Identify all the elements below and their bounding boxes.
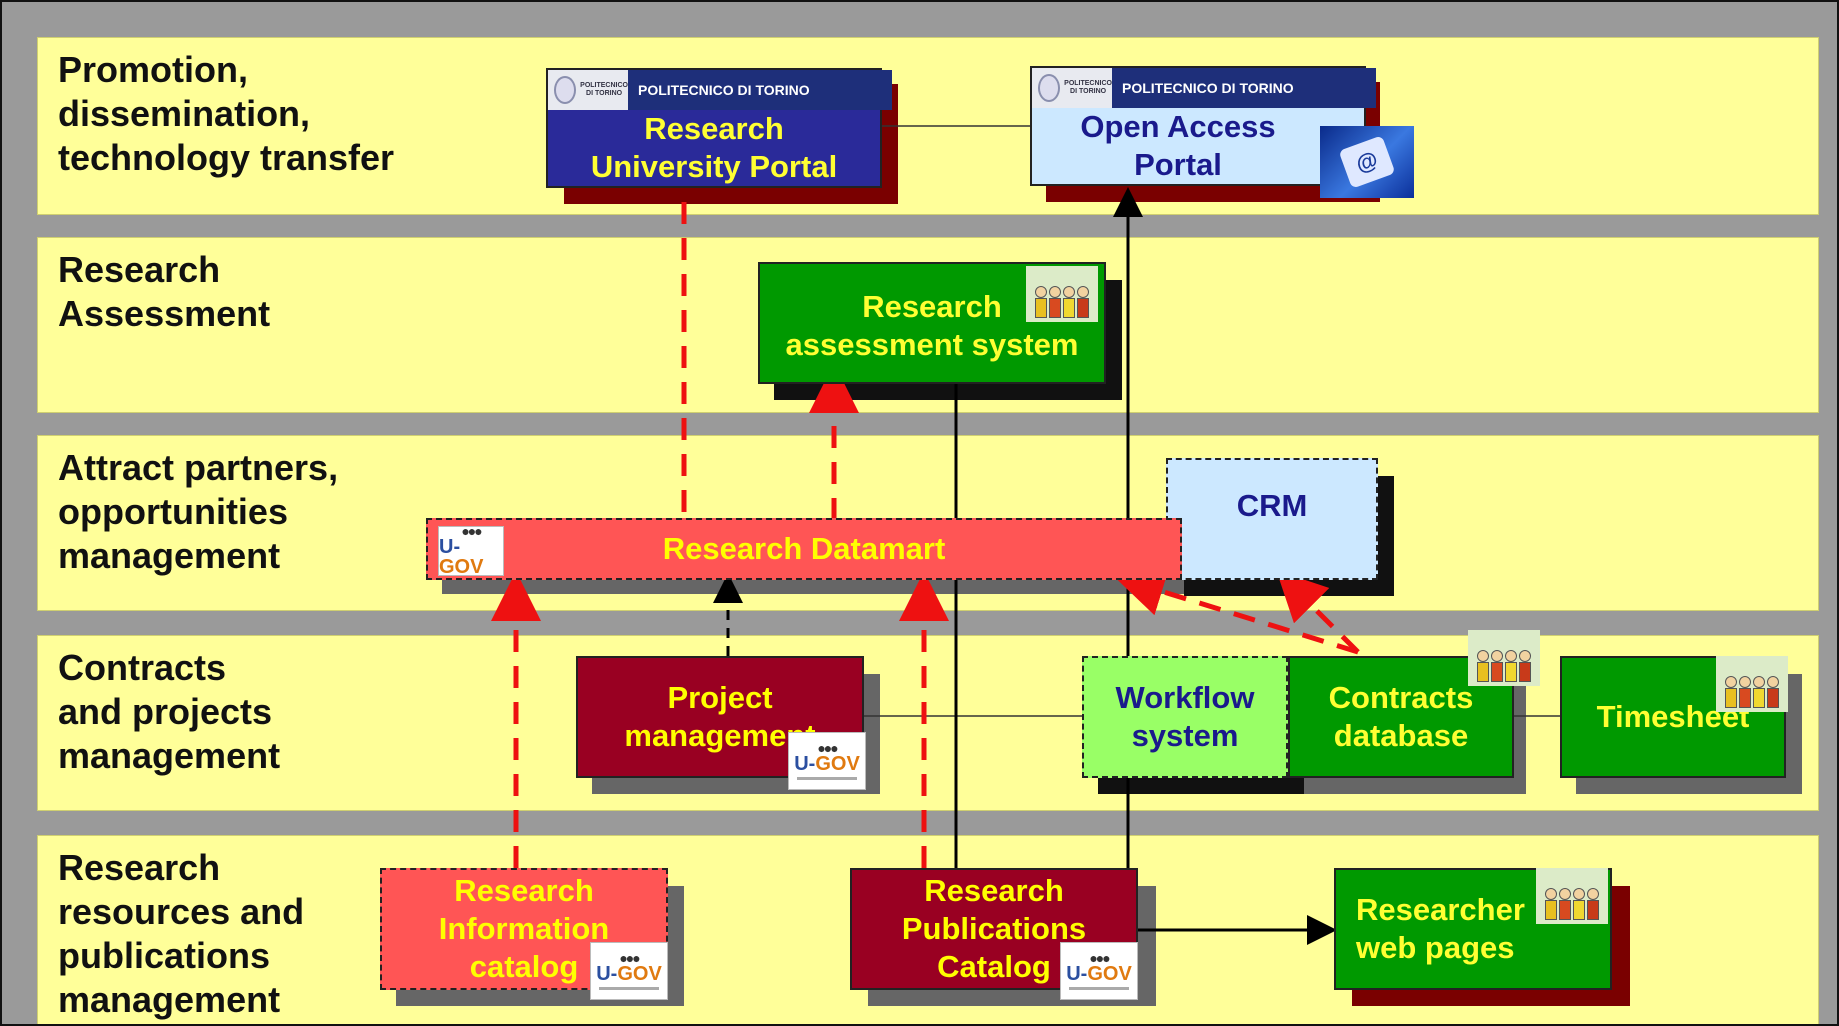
band-label-contracts-projects: Contracts and projects management (58, 647, 281, 776)
contracts-database-label: Contracts database (1328, 680, 1474, 753)
research-datamart-label: Research Datamart (662, 531, 946, 566)
research-datamart[interactable]: Research Datamart (426, 518, 1182, 580)
open-access-portal[interactable]: POLITECNICO DI TORINO POLITECNICO DI TOR… (1030, 66, 1376, 186)
research-assessment-system-label: Research assessment system (785, 289, 1079, 362)
portal-header-name: POLITECNICO DI TORINO (1112, 68, 1376, 108)
people-group-icon (1716, 656, 1788, 712)
crm-label: CRM (1236, 488, 1308, 523)
band-promotion: Promotion, dissemination, technology tra… (38, 38, 1818, 214)
ugov-logo-icon: ●●● U-GOV (788, 732, 866, 790)
university-seal-icon: POLITECNICO DI TORINO (548, 70, 628, 110)
people-group-icon (1468, 630, 1540, 686)
research-university-portal[interactable]: POLITECNICO DI TORINO POLITECNICO DI TOR… (546, 68, 892, 188)
keyboard-key-icon: @ (1320, 126, 1414, 198)
university-seal-icon: POLITECNICO DI TORINO (1032, 68, 1112, 108)
research-publications-catalog-label: Research Publications Catalog (901, 873, 1087, 984)
band-label-attract-partners: Attract partners, opportunities manageme… (58, 447, 339, 576)
project-management-label: Project management (624, 680, 816, 753)
band-label-promotion: Promotion, dissemination, technology tra… (58, 49, 395, 178)
research-information-catalog-label: Research Information catalog (438, 873, 610, 984)
band-label-research-resources: Research resources and publications mana… (58, 847, 305, 1020)
research-university-portal-title: Research University Portal (590, 111, 838, 184)
band-attract-partners: Attract partners, opportunities manageme… (38, 436, 1818, 610)
ugov-logo-icon: ●●● U-GOV (1060, 942, 1138, 1000)
link-contracts-datamart (1114, 567, 1359, 655)
ugov-logo-icon: ●●● U-GOV (438, 524, 504, 577)
people-group-icon (1026, 266, 1098, 322)
project-management[interactable]: Project management (576, 656, 864, 778)
portal-header: POLITECNICO DI TORINO POLITECNICO DI TOR… (548, 70, 892, 110)
research-publications-catalog[interactable]: Research Publications Catalog (850, 868, 1138, 990)
workflow-system-label: Workflow system (1115, 680, 1255, 753)
people-group-icon (1536, 868, 1608, 924)
open-access-portal-title: Open Access Portal (1080, 109, 1276, 182)
band-label-research-assessment: Research Assessment (58, 249, 271, 334)
workflow-system[interactable]: Workflow system (1082, 656, 1288, 778)
portal-header-name: POLITECNICO DI TORINO (628, 70, 892, 110)
link-contracts-crm (1276, 570, 1360, 654)
researcher-web-pages-label: Researcher web pages (1356, 892, 1525, 965)
research-information-catalog[interactable]: Research Information catalog (380, 868, 668, 990)
ugov-logo-icon: ●●● U-GOV (590, 942, 668, 1000)
portal-header: POLITECNICO DI TORINO POLITECNICO DI TOR… (1032, 68, 1376, 108)
crm-system[interactable]: CRM (1166, 458, 1378, 580)
